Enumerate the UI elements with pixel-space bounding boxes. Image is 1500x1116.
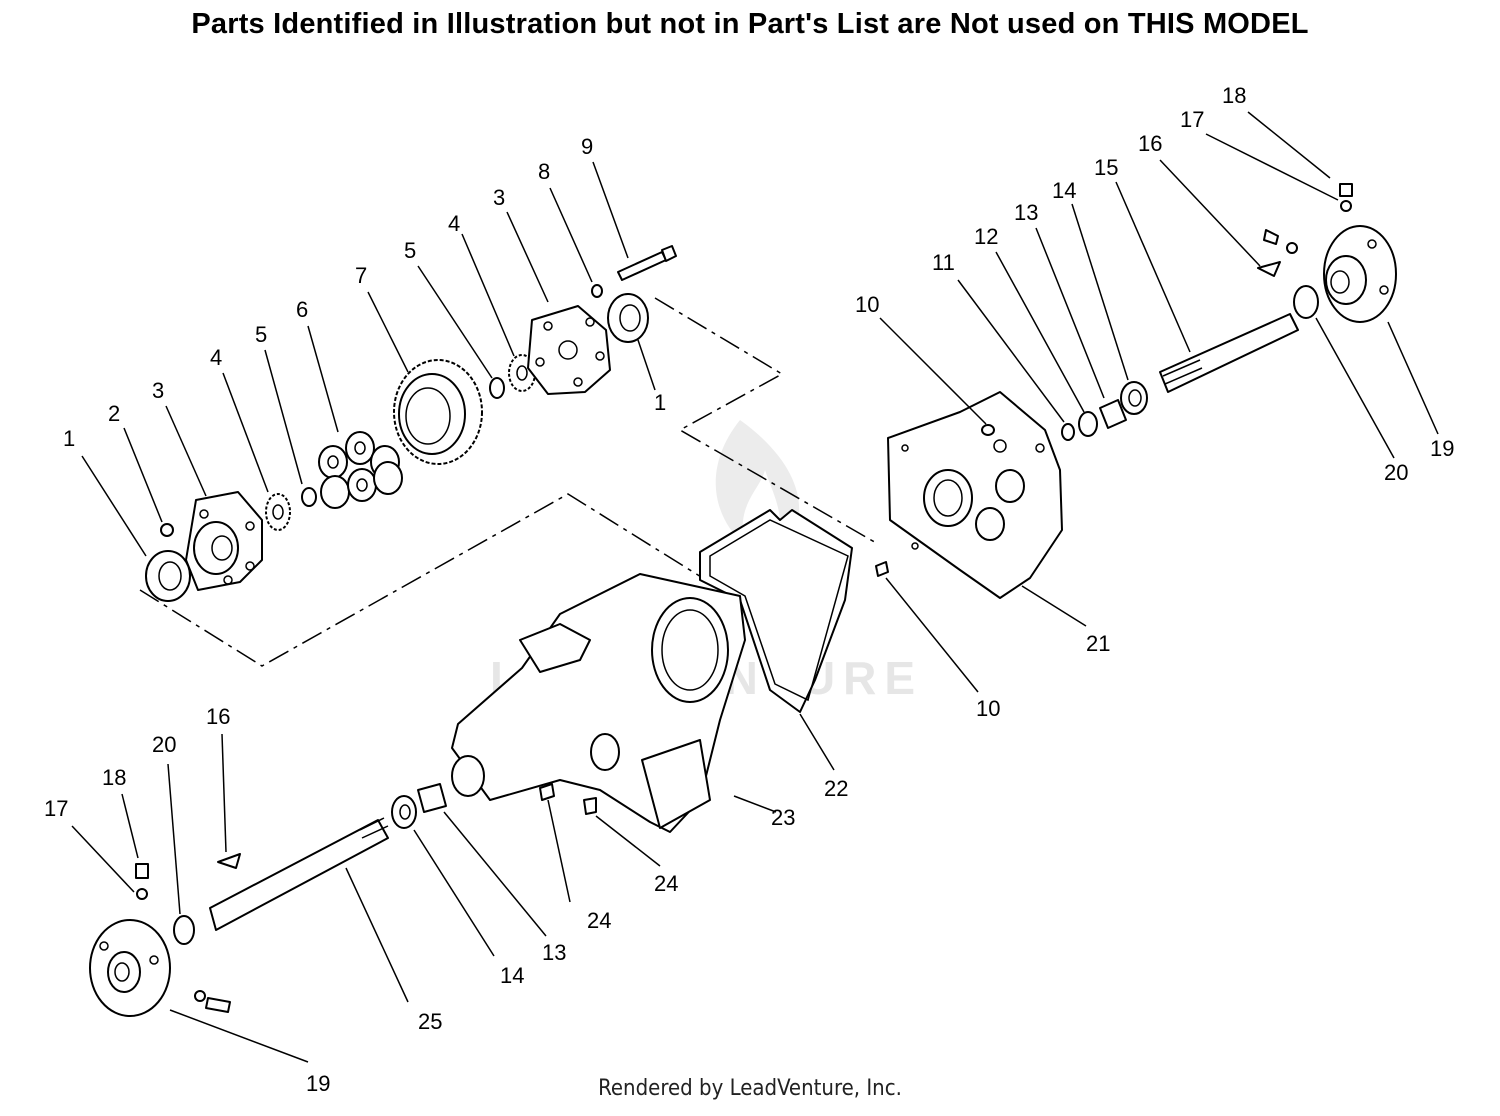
part-12-bearing: [1078, 411, 1098, 437]
label-10a: 10: [855, 292, 879, 317]
part-20-seal-right: [1293, 285, 1319, 319]
assembly-dash-lines: [139, 297, 879, 667]
part-6-planet-gears: [318, 431, 403, 509]
leader-lines: [71, 111, 1439, 1063]
part-16-key-right: [1257, 261, 1281, 277]
flame-logo-icon: [715, 420, 800, 560]
label-21: 21: [1086, 631, 1110, 656]
part-4-sun-gear-left: [265, 493, 291, 531]
label-17a: 17: [1180, 107, 1204, 132]
label-25: 25: [418, 1009, 442, 1034]
label-19b: 19: [306, 1071, 330, 1096]
label-18b: 18: [102, 765, 126, 790]
label-16b: 16: [206, 704, 230, 729]
part-17-18-bolt-right: [1263, 183, 1353, 254]
part-14-seal: [1120, 381, 1148, 415]
label-13a: 13: [1014, 200, 1038, 225]
label-23: 23: [771, 805, 795, 830]
part-19-wheel-hub-right: [1323, 225, 1397, 323]
render-credit-footer: Rendered by LeadVenture, Inc.: [598, 1076, 902, 1101]
label-3a: 3: [152, 378, 164, 403]
label-7: 7: [355, 263, 367, 288]
label-22: 22: [824, 776, 848, 801]
part-5-washer-right: [489, 377, 505, 399]
label-2a: 2: [108, 401, 120, 426]
label-15: 15: [1094, 155, 1118, 180]
label-17b: 17: [44, 796, 68, 821]
part-2-nut: [160, 523, 174, 537]
label-12: 12: [974, 224, 998, 249]
label-13b: 13: [542, 940, 566, 965]
parts-notice-title: Parts Identified in Illustration but not…: [191, 8, 1309, 40]
part-number-labels: 1 2 3 4 5 6 7 5 4 3 8 9 1 10 11 12 13 14…: [44, 83, 1454, 1096]
part-20-seal-left: [173, 915, 195, 945]
part-10-dowel-pins: [875, 424, 995, 577]
label-24a: 24: [654, 871, 678, 896]
label-24b: 24: [587, 908, 611, 933]
part-1-seal-left: [145, 550, 191, 602]
part-19-wheel-hub-left: [89, 919, 171, 1017]
label-1a: 1: [63, 426, 75, 451]
label-18a: 18: [1222, 83, 1246, 108]
part-13-bushing-lower: [417, 783, 447, 813]
part-3-carrier-plate: [527, 305, 611, 395]
label-14a: 14: [1052, 178, 1076, 203]
part-25-axle-left: [209, 817, 389, 931]
label-20b: 20: [152, 732, 176, 757]
part-7-ring-gear: [393, 359, 483, 465]
part-15-axle-right: [1159, 313, 1299, 393]
label-6: 6: [296, 297, 308, 322]
part-3-hub-flange-left: [185, 491, 263, 591]
part-21-housing-cover: [887, 391, 1063, 599]
label-5b: 5: [404, 238, 416, 263]
part-17-18-bolt-left: [135, 863, 231, 1013]
part-8-nut: [591, 284, 603, 298]
part-16-key-left: [217, 853, 241, 869]
label-8: 8: [538, 159, 550, 184]
part-1-seal-right: [607, 293, 649, 343]
label-14b: 14: [500, 963, 524, 988]
part-11-washer: [1061, 423, 1075, 441]
label-16a: 16: [1138, 131, 1162, 156]
label-10b: 10: [976, 696, 1000, 721]
label-19a: 19: [1430, 436, 1454, 461]
part-24-plugs: [539, 783, 597, 815]
part-14-seal-lower: [391, 795, 417, 829]
part-23-transmission-case: [451, 573, 746, 833]
label-11: 11: [932, 250, 955, 275]
label-4a: 4: [210, 345, 222, 370]
part-5-washer-left: [301, 487, 317, 507]
label-4b: 4: [448, 211, 460, 236]
label-3b: 3: [493, 185, 505, 210]
label-1b: 1: [654, 390, 666, 415]
label-20a: 20: [1384, 460, 1408, 485]
label-9: 9: [581, 134, 593, 159]
part-13-bushing: [1099, 399, 1127, 429]
label-5a: 5: [255, 322, 267, 347]
part-9-bolt: [617, 245, 677, 281]
